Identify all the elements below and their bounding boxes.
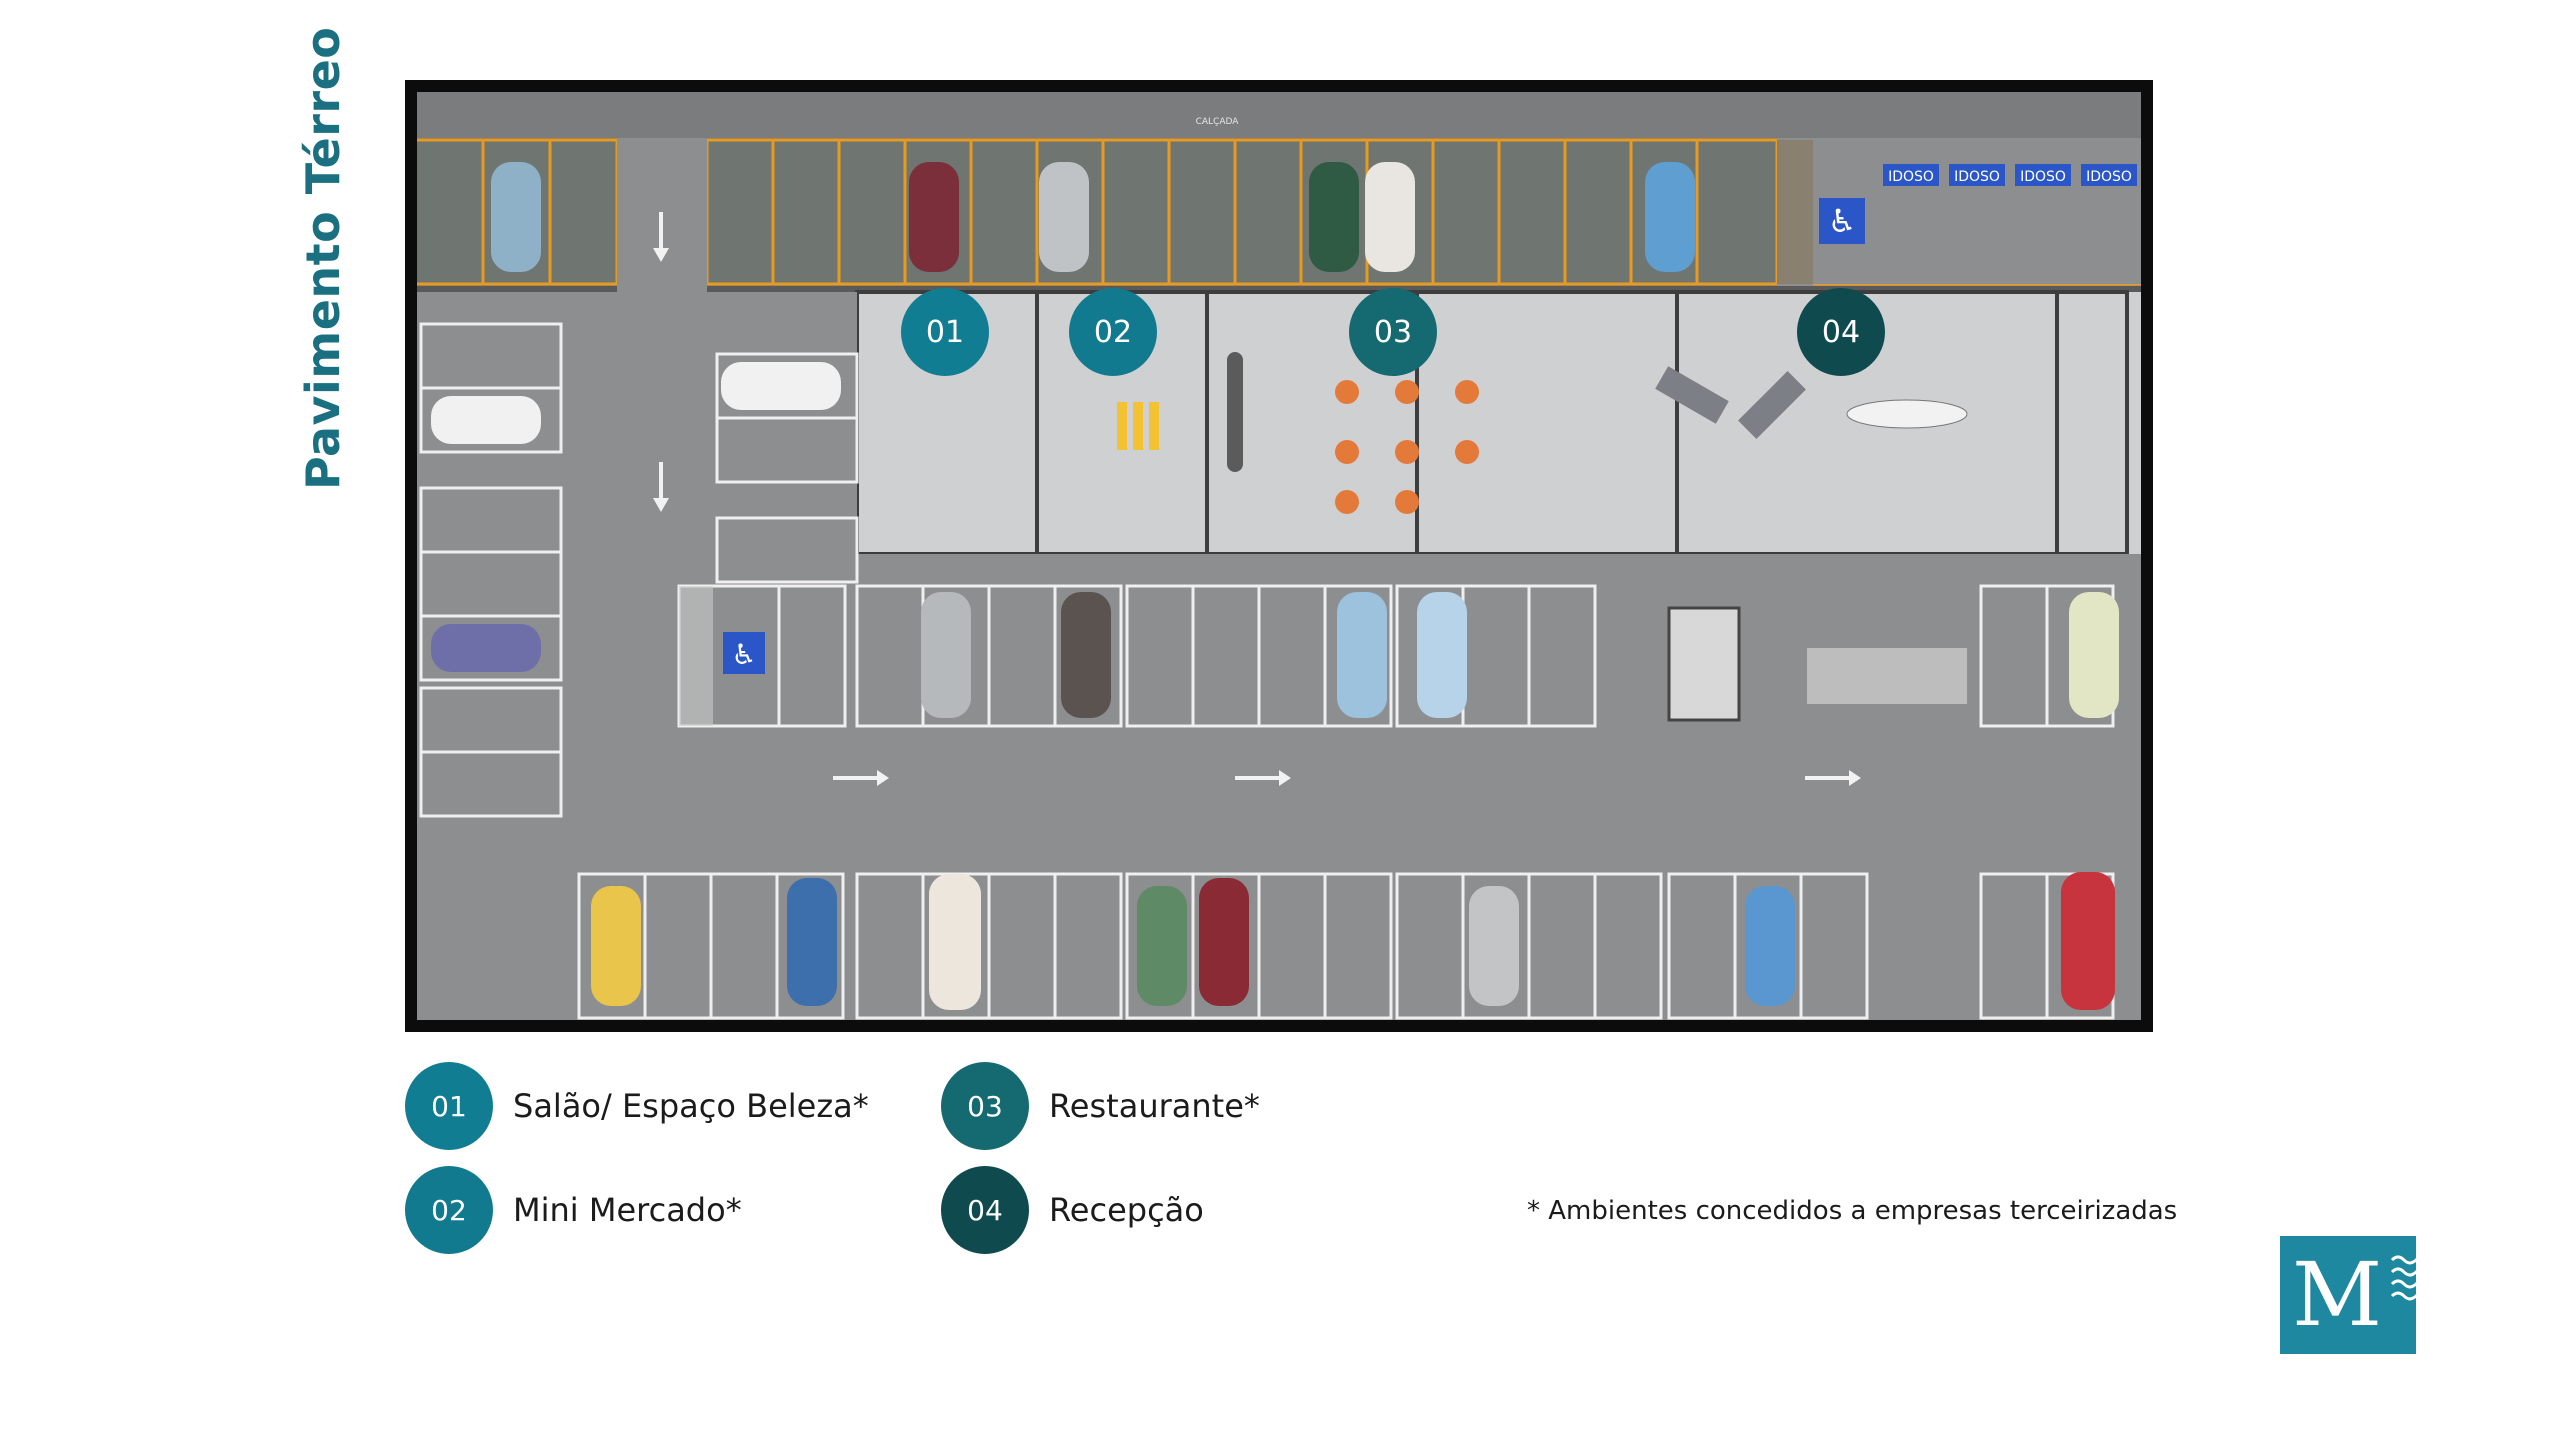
legend-badge-04: 04	[941, 1166, 1029, 1254]
marker-01: 01	[901, 288, 989, 376]
restaurant-tables	[1335, 380, 1479, 514]
arrow-down-icon	[653, 212, 669, 512]
left-parking-spaces	[419, 322, 859, 818]
bottom-parking-spaces	[577, 872, 2115, 1020]
sidewalk-label: CALÇADA	[1196, 117, 1240, 127]
legend-label-04: Recepção	[1049, 1191, 1204, 1229]
legend-label-01: Salão/ Espaço Beleza*	[513, 1087, 869, 1125]
kitchen-counter	[1227, 352, 1243, 472]
top-parking-strip-right	[707, 138, 1777, 286]
reception-sofas	[1655, 366, 1806, 439]
main-driveway	[417, 554, 2141, 868]
svg-text:IDOSO: IDOSO	[1954, 169, 2000, 185]
waves-icon	[2390, 1255, 2430, 1301]
hatched-space	[679, 586, 713, 726]
marker-04: 04	[1797, 288, 1885, 376]
legend-badge-02: 02	[405, 1166, 493, 1254]
floor-plan: CALÇADA	[405, 80, 2153, 1032]
bike-rack	[1807, 648, 1967, 704]
floor-plan-image: CALÇADA	[417, 92, 2141, 1020]
legend-label-02: Mini Mercado*	[513, 1191, 742, 1229]
arrow-right-icon	[833, 770, 1861, 786]
legend-item-04: 04 Recepção	[941, 1166, 1204, 1254]
marker-03: 03	[1349, 288, 1437, 376]
page-title: Pavimento Térreo	[296, 26, 350, 490]
hatched-zone	[1777, 140, 1813, 284]
middle-parking-spaces	[677, 584, 2115, 728]
market-shelves	[1117, 402, 1159, 450]
legend-item-02: 02 Mini Mercado*	[405, 1166, 742, 1254]
legend-item-01: 01 Salão/ Espaço Beleza*	[405, 1062, 869, 1150]
car-icon	[431, 162, 2119, 1010]
svg-text:♿: ♿	[1828, 202, 1857, 240]
legend-badge-01: 01	[405, 1062, 493, 1150]
wheelchair-icon	[1819, 198, 1865, 244]
legend-label-03: Restaurante*	[1049, 1087, 1260, 1125]
svg-text:IDOSO: IDOSO	[2086, 169, 2132, 185]
marker-02: 02	[1069, 288, 1157, 376]
legend-item-03: 03 Restaurante*	[941, 1062, 1260, 1150]
svg-text:IDOSO: IDOSO	[1888, 169, 1934, 185]
svg-text:♿: ♿	[731, 638, 756, 671]
logo-letter: M	[2292, 1243, 2383, 1346]
idoso-signs: IDOSO IDOSO IDOSO IDOSO	[1883, 164, 2137, 186]
legend-badge-03: 03	[941, 1062, 1029, 1150]
floor-plan-drawing: CALÇADA	[417, 92, 2141, 1020]
svg-text:IDOSO: IDOSO	[2020, 169, 2066, 185]
top-parking-dividers	[417, 138, 2141, 286]
footnote: * Ambientes concedidos a empresas tercei…	[1527, 1196, 2178, 1226]
brand-logo: M	[2280, 1236, 2430, 1354]
sidewalk	[417, 92, 2141, 138]
reception-desk	[1846, 399, 1968, 429]
stairs	[1667, 606, 1741, 722]
wheelchair-icon	[723, 632, 765, 674]
